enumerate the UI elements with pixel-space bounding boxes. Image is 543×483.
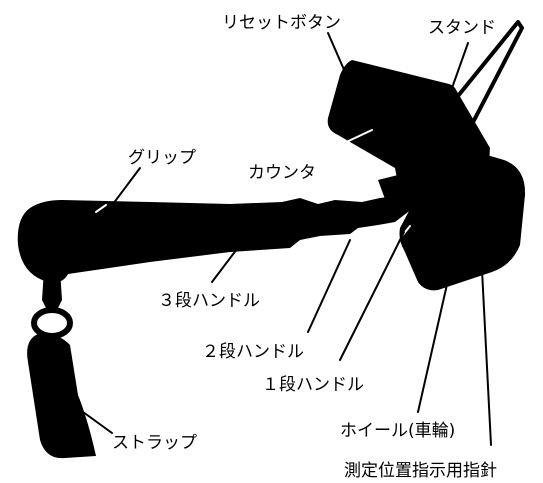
label-grip: グリップ <box>128 148 196 168</box>
leader-grip <box>109 167 141 209</box>
leader-strap <box>71 403 113 434</box>
strap-body <box>27 333 96 459</box>
label-stand: スタンド <box>428 18 496 38</box>
label-pointer: 測定位置指示用指針 <box>344 461 497 481</box>
strap-buckle-ring <box>31 307 73 339</box>
leader-counter <box>324 129 373 153</box>
label-wheel: ホイール(車輪) <box>340 421 455 441</box>
leader-reset-button <box>327 32 353 89</box>
leader-handle-2 <box>307 239 351 333</box>
stand-wire <box>443 20 524 129</box>
label-strap: ストラップ <box>112 433 197 453</box>
grip-edge-line <box>95 204 107 213</box>
label-counter: カウンタ <box>248 163 316 183</box>
grip-body <box>17 196 410 283</box>
label-handle-1: １段ハンドル <box>262 375 364 395</box>
label-handle-3: ３段ハンドル <box>158 291 260 311</box>
leader-handle-1 <box>339 231 405 361</box>
leader-wheel <box>417 279 449 413</box>
leader-stand <box>451 42 469 89</box>
handle-joint-2 <box>351 229 361 239</box>
leader-handle-3 <box>211 244 241 283</box>
wheel-housing <box>399 150 526 291</box>
label-handle-2: ２段ハンドル <box>202 342 304 362</box>
leader-pointer <box>481 269 492 446</box>
label-reset-button: リセットボタン <box>222 13 341 33</box>
